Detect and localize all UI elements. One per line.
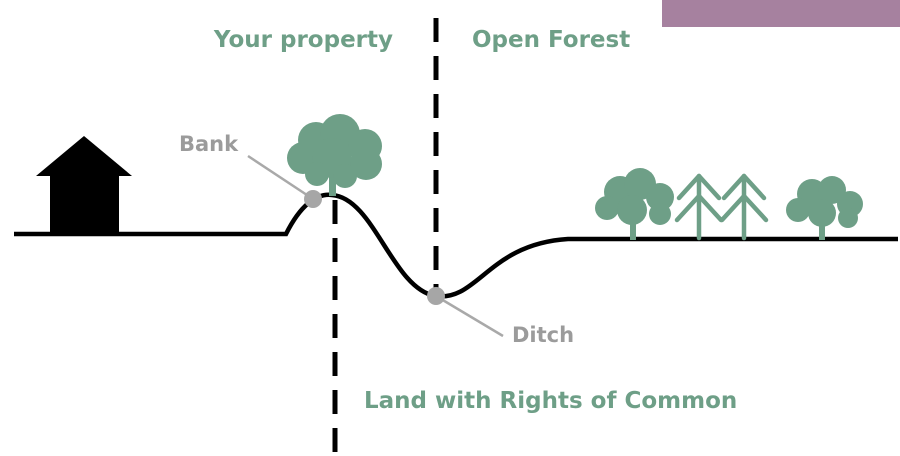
your-property-label: Your property (213, 27, 393, 53)
conifer-tree-icon (719, 173, 769, 241)
conifer-tree-icon (674, 173, 724, 241)
land-with-rights-label: Land with Rights of Common (364, 388, 737, 414)
bank-label: Bank (179, 132, 239, 156)
ditch-marker (427, 287, 445, 305)
corner-banner (662, 0, 900, 27)
deciduous-tree-icon (595, 168, 674, 240)
house-icon (36, 136, 132, 234)
bank-leader-line (247, 154, 314, 201)
open-forest-label: Open Forest (472, 27, 630, 53)
bank-marker (304, 190, 322, 208)
ditch-leader-line (435, 294, 504, 338)
ditch-label: Ditch (512, 323, 574, 347)
deciduous-tree-icon (786, 176, 863, 240)
ground-profile-line (14, 192, 898, 299)
deciduous-tree-icon (287, 114, 382, 196)
